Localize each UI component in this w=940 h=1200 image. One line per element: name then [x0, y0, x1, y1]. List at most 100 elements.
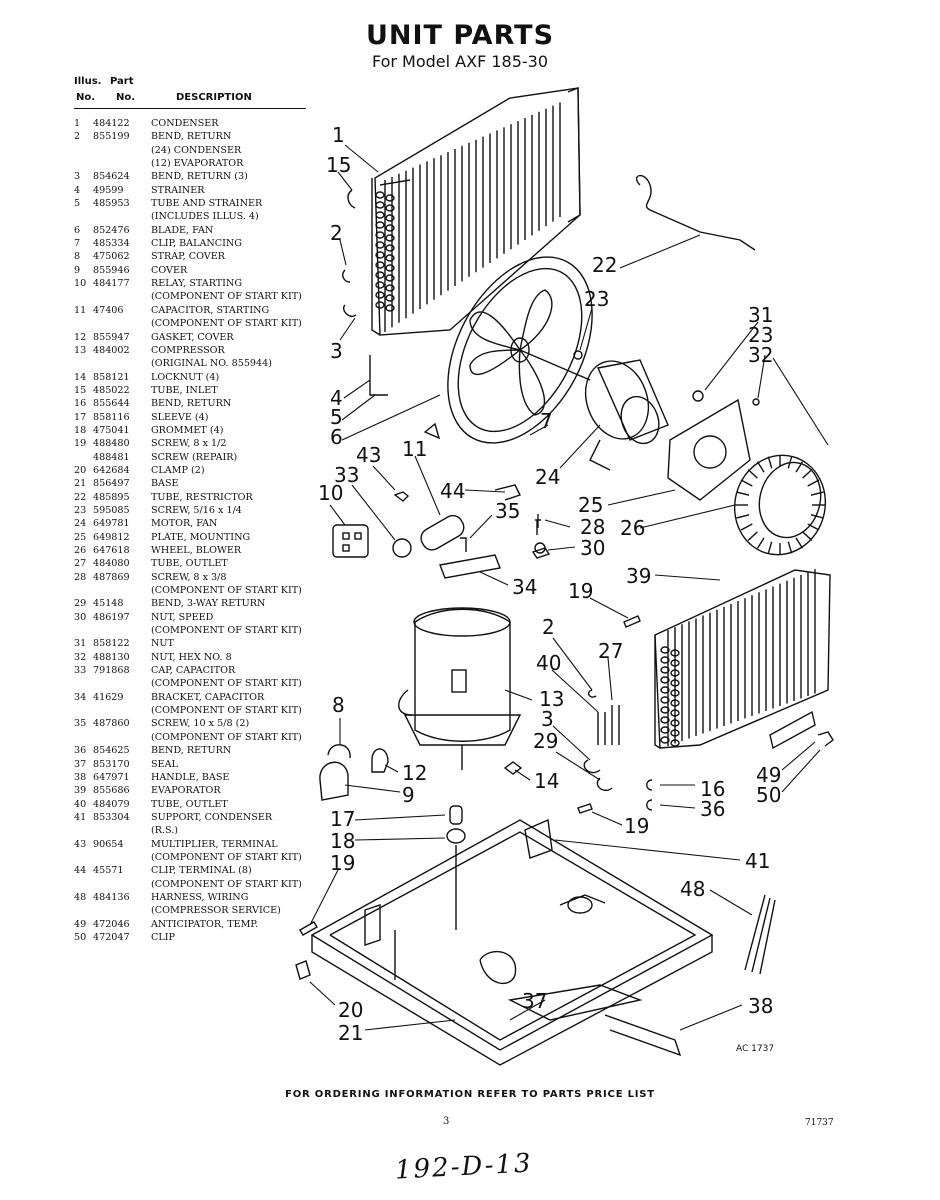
description: BEND, RETURN — [151, 398, 232, 410]
description: (INCLUDES ILLUS. 4) — [151, 211, 259, 223]
description: BEND, 3-WAY RETURN — [151, 598, 266, 610]
illus-no: 15 — [74, 384, 87, 396]
part-no: 485953 — [93, 198, 130, 210]
illus-no: 26 — [74, 545, 87, 556]
description: SLEEVE (4) — [151, 411, 209, 423]
part-no: 488130 — [93, 651, 130, 663]
description: CLAMP (2) — [151, 464, 205, 476]
part-no: 475041 — [93, 424, 130, 436]
fan-blade-drawing — [447, 256, 593, 444]
illus-no: 19 — [74, 438, 87, 450]
parts-row: (COMPONENT OF START KIT) — [74, 878, 314, 891]
part-no: 485022 — [93, 384, 130, 396]
illus-no: 6 — [74, 224, 81, 236]
callout-number: 7 — [540, 409, 553, 433]
page-title: UNIT PARTS — [365, 20, 555, 51]
description: BEND, RETURN (3) — [151, 171, 248, 183]
illus-no: 7 — [74, 238, 81, 250]
description: GROMMET (4) — [151, 424, 224, 436]
compressor-drawing — [398, 607, 522, 770]
callout-number: 13 — [539, 687, 564, 711]
part-no: 45148 — [93, 598, 124, 610]
illus-header-line1: Illus. — [74, 76, 102, 87]
callout-number: 2 — [330, 221, 343, 245]
callout-number: 3 — [330, 339, 343, 363]
illus-no: 30 — [74, 611, 87, 623]
header-divider — [74, 108, 306, 109]
parts-row: (COMPONENT OF START KIT) — [74, 290, 314, 303]
illus-no: 41 — [74, 811, 87, 823]
illus-no: 5 — [74, 198, 81, 210]
part-no: 858121 — [93, 371, 130, 383]
illus-no: 9 — [74, 264, 81, 276]
description: CONDENSER — [151, 118, 219, 129]
callout-number: 6 — [330, 425, 343, 449]
description: MOTOR, FAN — [151, 518, 218, 530]
part-no: 853304 — [93, 811, 130, 823]
part-no: 487860 — [93, 718, 130, 730]
fan-motor-drawing — [519, 349, 669, 471]
description: TUBE AND STRAINER — [151, 198, 263, 210]
illus-no: 43 — [74, 838, 87, 850]
callout-number: 3 — [541, 707, 554, 731]
description: STRAINER — [151, 184, 205, 196]
callout-number: 5 — [330, 405, 343, 429]
illus-no: 16 — [74, 398, 87, 410]
illus-no: 4 — [74, 184, 81, 196]
description: CLIP — [151, 931, 175, 943]
description: (COMPONENT OF START KIT) — [151, 851, 302, 863]
description: (COMPONENT OF START KIT) — [151, 878, 302, 890]
part-no: 854624 — [93, 171, 130, 183]
parts-row: 5 485953 TUBE AND STRAINER — [74, 197, 314, 210]
callout-number: 29 — [533, 729, 558, 753]
part-no: 475062 — [93, 251, 130, 263]
description: CAP, CAPACITOR — [151, 665, 236, 677]
part-no: 45571 — [93, 865, 124, 877]
part-no: 853170 — [93, 758, 130, 770]
description: SCREW, 8 x 1/2 — [151, 438, 227, 450]
part-no: 647618 — [93, 545, 130, 556]
part-no: 852476 — [93, 224, 130, 236]
part-no: 485334 — [93, 238, 130, 250]
callout-number: 33 — [334, 463, 359, 487]
callout-number: 16 — [700, 777, 725, 801]
illus-no: 28 — [74, 571, 87, 583]
callout-number: 34 — [512, 575, 537, 599]
illus-no: 27 — [74, 558, 87, 570]
illus-no: 17 — [74, 411, 87, 423]
part-no: 649781 — [93, 518, 130, 530]
callout-number: 36 — [700, 797, 725, 821]
description: (R.S.) — [151, 825, 179, 837]
part-no: 642684 — [93, 464, 130, 476]
illus-no: 48 — [74, 891, 87, 903]
part-no: 487869 — [93, 571, 130, 583]
illus-no: 20 — [74, 464, 87, 476]
description: BRACKET, CAPACITOR — [151, 691, 265, 703]
description: (COMPONENT OF START KIT) — [151, 291, 302, 303]
description: (COMPONENT OF START KIT) — [151, 731, 302, 743]
description: EVAPORATOR — [151, 785, 221, 797]
callout-number: 26 — [620, 516, 645, 540]
evaporator-drawing — [654, 569, 834, 750]
part-no: 485895 — [93, 491, 130, 503]
part-no: 855946 — [93, 264, 130, 276]
illus-no: 44 — [74, 865, 87, 877]
part-no: 855947 — [93, 331, 130, 343]
